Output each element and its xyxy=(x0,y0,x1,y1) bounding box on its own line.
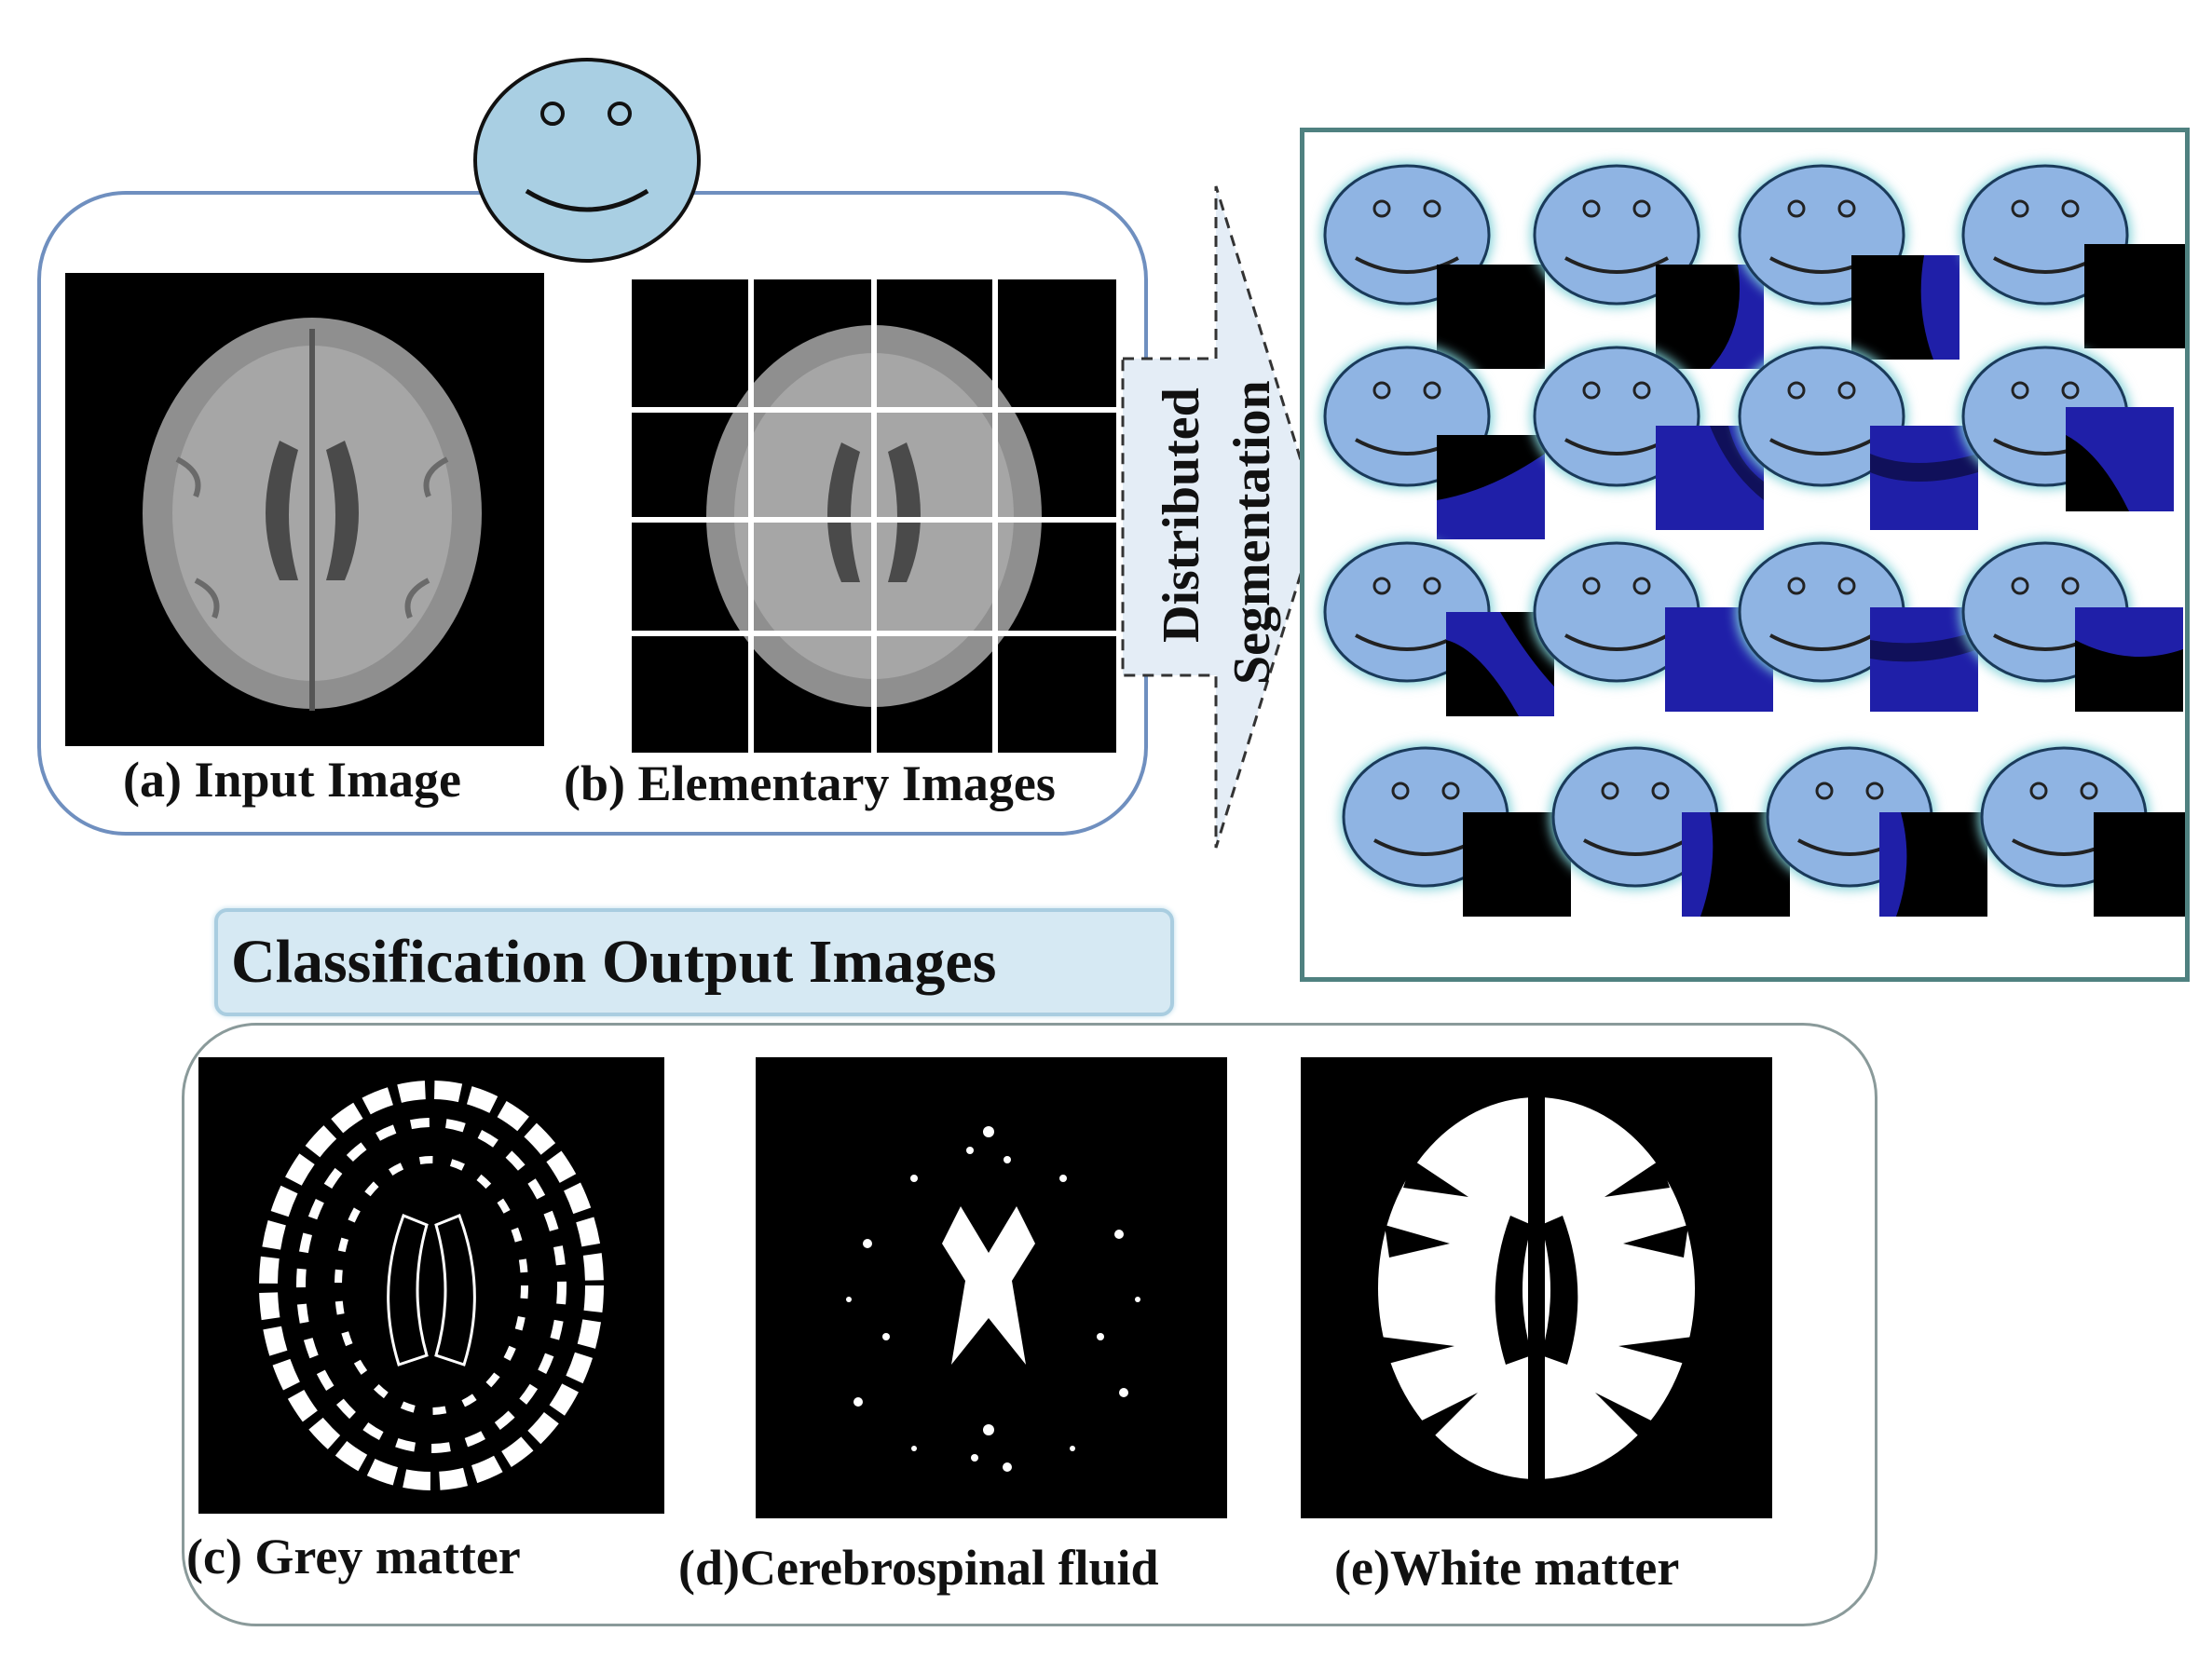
input-image-label: (a) Input Image xyxy=(123,752,462,808)
agent-6 xyxy=(1531,344,1764,530)
csf-image xyxy=(756,1057,1227,1518)
agent-13 xyxy=(1340,744,1571,917)
arrow-label-distributed: Distributed xyxy=(1153,388,1210,643)
agent-10 xyxy=(1531,539,1773,712)
agent-3 xyxy=(1736,162,1959,360)
classification-title-box: Classification Output Images xyxy=(214,908,1174,1016)
elementary-images-label: (b) Elementary Images xyxy=(564,755,1056,811)
agent-8 xyxy=(1959,344,2174,511)
agent-5 xyxy=(1321,344,1545,539)
agent-9 xyxy=(1321,539,1554,716)
agent-7 xyxy=(1736,344,1978,530)
csf-label: (d)Cerebrospinal fluid xyxy=(678,1540,1159,1596)
coordinator-smiley-icon xyxy=(473,58,701,263)
white-matter-label: (e)White matter xyxy=(1334,1540,1680,1596)
agent-16 xyxy=(1978,744,2185,917)
classification-title: Classification Output Images xyxy=(231,928,997,996)
input-brain-image xyxy=(65,273,544,746)
distributed-segmentation-arrow xyxy=(1121,185,1320,849)
agents-grid xyxy=(1304,132,2185,917)
classification-panel xyxy=(182,1023,1877,1626)
grey-matter-image xyxy=(198,1057,664,1514)
elementary-images-grid xyxy=(632,279,1116,753)
agent-2 xyxy=(1531,162,1764,369)
agent-11 xyxy=(1736,539,1978,712)
agent-1 xyxy=(1321,162,1545,369)
agent-12 xyxy=(1959,539,2183,712)
grey-matter-label: (c) Grey matter xyxy=(186,1529,521,1584)
agent-4 xyxy=(1959,162,2185,348)
agent-15 xyxy=(1764,744,1987,917)
arrow-label-segmentation: Segmentation xyxy=(1223,380,1281,685)
white-matter-image xyxy=(1301,1057,1772,1518)
agent-14 xyxy=(1550,744,1790,917)
